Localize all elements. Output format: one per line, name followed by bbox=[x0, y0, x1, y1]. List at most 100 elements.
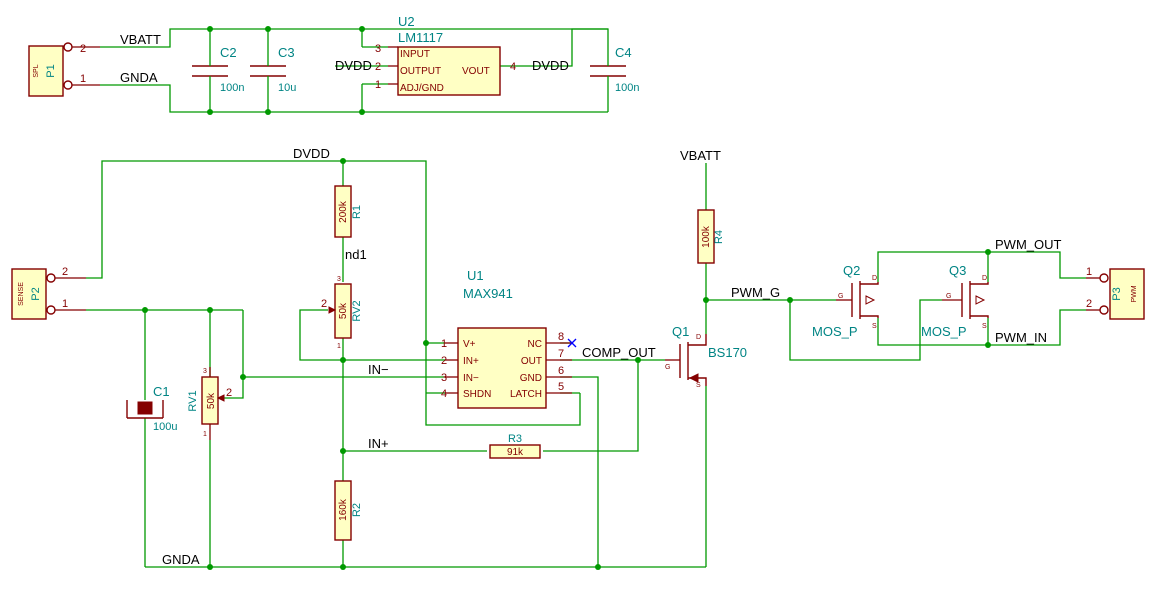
q2-d-label: D bbox=[872, 275, 877, 282]
u1-pin4-name: SHDN bbox=[463, 389, 491, 400]
p3-value: PWM bbox=[1131, 285, 1138, 302]
net-labels: VBATT GNDA DVDD DVDD DVDD VBATT nd1 IN− … bbox=[120, 32, 1062, 567]
resistor-r3[interactable]: 91k R3 bbox=[489, 433, 541, 459]
u2-ref: U2 bbox=[398, 14, 415, 29]
net-label-dvdd-in: DVDD bbox=[335, 58, 372, 73]
net-label-gnda-bottom: GNDA bbox=[162, 552, 200, 567]
p2-value: SENSE bbox=[18, 282, 25, 306]
net-label-gnda: GNDA bbox=[120, 70, 158, 85]
u1-pin8-name: NC bbox=[528, 339, 542, 350]
net-label-pwm-in: PWM_IN bbox=[995, 330, 1047, 345]
r3-ref: R3 bbox=[508, 433, 522, 445]
rv1-pin2-number: 2 bbox=[226, 387, 232, 399]
regulator-u2[interactable]: U2 LM1117 INPUT OUTPUT ADJ/GND VOUT 3 2 … bbox=[375, 14, 516, 96]
connector-p1[interactable]: 2 1 SPL P1 bbox=[28, 42, 100, 97]
net-label-in-minus: IN− bbox=[368, 362, 389, 377]
u1-pin5-name: LATCH bbox=[510, 389, 542, 400]
net-label-pwm-out: PWM_OUT bbox=[995, 237, 1062, 252]
rv2-ref: RV2 bbox=[351, 300, 363, 321]
u1-pin3-name: IN− bbox=[463, 373, 479, 384]
u2-pin-adj-name: ADJ/GND bbox=[400, 83, 444, 94]
junctions bbox=[142, 26, 991, 570]
r1-value: 200k bbox=[338, 200, 349, 223]
r1-ref: R1 bbox=[351, 205, 363, 219]
p1-pin1-number: 1 bbox=[80, 73, 86, 85]
q2-value: MOS_P bbox=[812, 324, 858, 339]
u2-pin4-number: 4 bbox=[510, 61, 516, 73]
u2-pin-output-name: OUTPUT bbox=[400, 66, 441, 77]
p2-pin1-number: 1 bbox=[62, 298, 68, 310]
c1-ref: C1 bbox=[153, 384, 170, 399]
c3-value: 10u bbox=[278, 82, 296, 94]
p1-pin2-number: 2 bbox=[80, 43, 86, 55]
q1-d-label: D bbox=[696, 334, 701, 341]
r3-value: 91k bbox=[507, 447, 524, 458]
u2-pin1-number: 1 bbox=[375, 79, 381, 91]
q1-ref: Q1 bbox=[672, 324, 689, 339]
capacitor-c3[interactable]: C3 10u bbox=[250, 45, 296, 94]
net-label-dvdd-bus: DVDD bbox=[293, 146, 330, 161]
rv1-pin3-number: 3 bbox=[203, 368, 207, 375]
u1-pin8-number: 8 bbox=[558, 331, 564, 343]
capacitor-c4[interactable]: C4 100n bbox=[590, 45, 639, 94]
wires bbox=[86, 28, 1086, 568]
net-label-pwm-g: PWM_G bbox=[731, 285, 780, 300]
u1-pin6-name: GND bbox=[520, 373, 542, 384]
net-label-comp-out: COMP_OUT bbox=[582, 345, 656, 360]
connector-p2[interactable]: 2 1 SENSE P2 bbox=[11, 266, 86, 320]
potentiometer-rv1[interactable]: 3 1 2 50k RV1 bbox=[187, 367, 232, 440]
connector-p3[interactable]: 1 2 P3 PWM bbox=[1086, 266, 1145, 320]
transistor-q1[interactable]: Q1 BS170 G D S bbox=[665, 324, 747, 389]
q2-s-label: S bbox=[872, 323, 877, 330]
potentiometer-rv2[interactable]: 3 1 2 50k RV2 bbox=[321, 276, 363, 350]
net-label-vbatt: VBATT bbox=[120, 32, 161, 47]
resistor-r1[interactable]: 200k R1 bbox=[334, 185, 363, 238]
capacitor-c1[interactable]: C1 100u bbox=[126, 384, 177, 433]
r2-ref: R2 bbox=[351, 503, 363, 517]
u1-pin7-number: 7 bbox=[558, 348, 564, 360]
c3-ref: C3 bbox=[278, 45, 295, 60]
q1-value: BS170 bbox=[708, 345, 747, 360]
rv1-value: 50k bbox=[206, 392, 217, 409]
c4-value: 100n bbox=[615, 82, 639, 94]
q1-g-label: G bbox=[665, 364, 670, 371]
comparator-u1[interactable]: U1 MAX941 1 2 3 4 V+ IN+ IN− SHDN 8 7 6 … bbox=[441, 268, 577, 409]
resistor-r2[interactable]: 160k R2 bbox=[334, 480, 363, 541]
q3-g-label: G bbox=[946, 293, 951, 300]
u1-pin1-number: 1 bbox=[441, 338, 447, 350]
u1-pin2-name: IN+ bbox=[463, 356, 479, 367]
transistor-q3[interactable]: Q3 MOS_P G D S bbox=[921, 263, 989, 339]
p3-pin1-number: 1 bbox=[1086, 266, 1092, 278]
c4-ref: C4 bbox=[615, 45, 632, 60]
rv1-pin1-number: 1 bbox=[203, 431, 207, 438]
c1-value: 100u bbox=[153, 421, 177, 433]
capacitor-c2[interactable]: C2 100n bbox=[192, 45, 244, 94]
u1-pin3-number: 3 bbox=[441, 372, 447, 384]
u1-value: MAX941 bbox=[463, 286, 513, 301]
q3-d-label: D bbox=[982, 275, 987, 282]
r4-value: 100k bbox=[701, 225, 712, 248]
c2-ref: C2 bbox=[220, 45, 237, 60]
u2-pin-vout-name: VOUT bbox=[462, 66, 490, 77]
p1-ref: P1 bbox=[45, 64, 57, 77]
rv1-ref: RV1 bbox=[187, 390, 199, 411]
net-label-in-plus: IN+ bbox=[368, 436, 389, 451]
u2-pin2-number: 2 bbox=[375, 61, 381, 73]
rv2-value: 50k bbox=[338, 302, 349, 319]
q3-ref: Q3 bbox=[949, 263, 966, 278]
net-label-nd1: nd1 bbox=[345, 247, 367, 262]
net-label-dvdd-out: DVDD bbox=[532, 58, 569, 73]
p1-value: SPL bbox=[33, 64, 40, 77]
rv2-pin3-number: 3 bbox=[337, 276, 341, 283]
q3-s-label: S bbox=[982, 323, 987, 330]
r4-ref: R4 bbox=[713, 230, 725, 244]
p2-ref: P2 bbox=[30, 287, 42, 300]
p3-ref: P3 bbox=[1111, 287, 1123, 300]
u1-pin5-number: 5 bbox=[558, 381, 564, 393]
transistor-q2[interactable]: Q2 MOS_P G D S bbox=[812, 263, 879, 339]
resistor-r4[interactable]: 100k R4 bbox=[697, 209, 725, 264]
q3-value: MOS_P bbox=[921, 324, 967, 339]
u1-pin2-number: 2 bbox=[441, 355, 447, 367]
r2-value: 160k bbox=[338, 498, 349, 521]
